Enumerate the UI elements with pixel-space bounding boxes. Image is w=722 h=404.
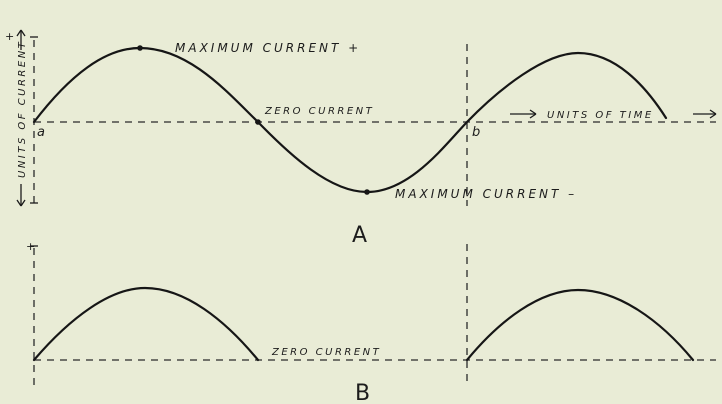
units-of-current-label: UNITS OF CURRENT	[17, 40, 28, 178]
units-of-current-label-group: UNITS OF CURRENT	[16, 29, 28, 207]
max-negative-point	[364, 189, 370, 195]
time-arrow-right-head	[709, 109, 717, 119]
units-current-arrow-left-head	[16, 199, 26, 207]
units-current-arrow-right-head	[16, 29, 26, 37]
point-a-label: a	[37, 125, 47, 140]
panel-label-b: B	[355, 381, 370, 404]
label-zero-current-bottom: ZERO CURRENT	[271, 347, 381, 358]
panel-label-a: A	[352, 223, 367, 248]
label-units-of-time: UNITS OF TIME	[547, 110, 654, 121]
time-arrow-left-head	[529, 109, 537, 119]
bottom-half-wave-2	[465, 288, 695, 362]
bottom-plus-tick-label: +	[26, 240, 37, 253]
zero-crossing-point	[255, 119, 261, 125]
label-zero-current-top: ZERO CURRENT	[264, 106, 374, 117]
label-maximum-current-plus: MAXIMUM CURRENT +	[175, 41, 361, 55]
bottom-half-wave-1	[32, 286, 260, 362]
max-positive-point	[137, 45, 143, 51]
top-plus-tick-label: +	[5, 30, 16, 43]
point-b-label: b	[472, 125, 482, 140]
label-maximum-current-minus: MAXIMUM CURRENT –	[395, 187, 577, 201]
